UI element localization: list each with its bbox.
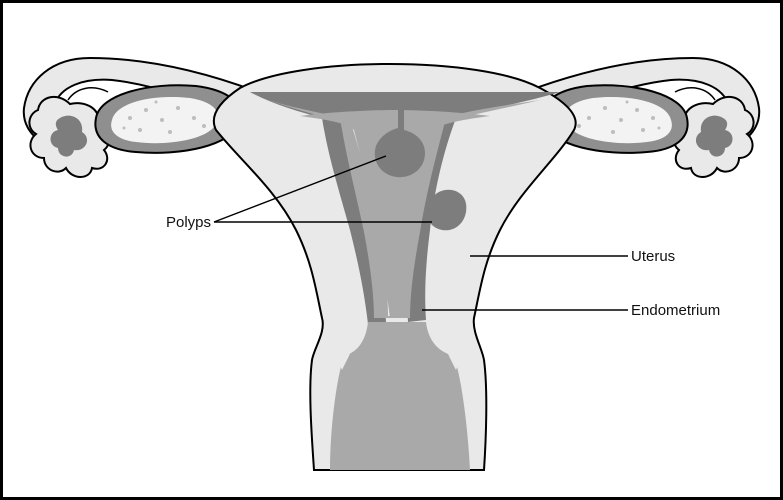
endometrium-label: Endometrium xyxy=(631,302,720,319)
polyps-label: Polyps xyxy=(166,214,211,231)
left-fimbriae xyxy=(29,97,109,177)
uterus-label: Uterus xyxy=(631,248,675,265)
right-fimbriae xyxy=(674,97,754,177)
